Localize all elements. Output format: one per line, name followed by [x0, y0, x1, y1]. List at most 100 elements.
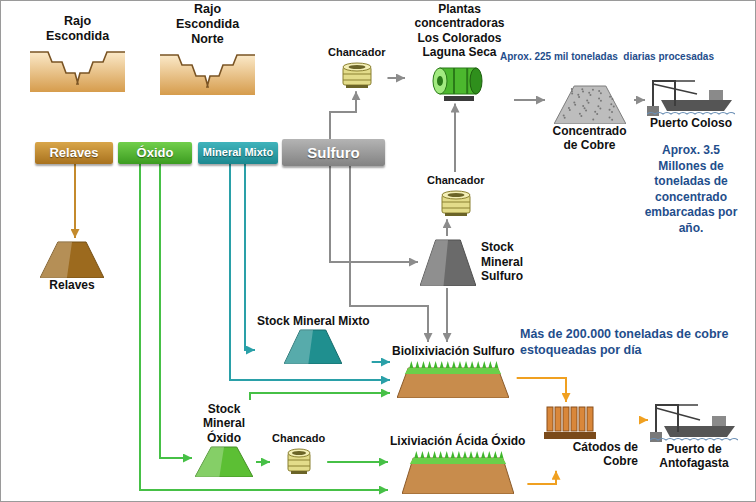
- graphic-circle: [562, 115, 564, 117]
- graphic-circle: [597, 105, 599, 107]
- graphic-circle: [599, 100, 601, 102]
- graphic-circle: [608, 109, 610, 111]
- graphic-path: [434, 361, 438, 368]
- graphic-line: [453, 68, 455, 94]
- graphic-circle: [587, 102, 589, 104]
- note-text: Aprox. 225 mil toneladas diarias procesa…: [500, 50, 714, 63]
- pit-node: Rajo Escondida: [28, 12, 127, 94]
- flow-connector: [640, 419, 648, 421]
- crusher-icon: [340, 59, 374, 89]
- graphic-rect: [563, 407, 569, 431]
- cathode-icon: [542, 404, 598, 440]
- node-label: Stock Mineral Óxido: [194, 402, 254, 445]
- graphic-circle: [589, 94, 591, 96]
- graphic-circle: [578, 96, 580, 98]
- ship-icon: [650, 402, 738, 442]
- graphic-line: [343, 80, 371, 81]
- crusher-node: Chancador: [326, 44, 387, 91]
- conc-icon: [554, 84, 626, 124]
- graphic-rect: [445, 213, 467, 216]
- graphic-circle: [583, 107, 585, 109]
- pit-icon: [30, 44, 125, 92]
- graphic-circle: [612, 106, 614, 108]
- node-label: Relaves: [49, 278, 94, 292]
- band-label: Óxido: [137, 145, 174, 161]
- pile-icon: [284, 328, 342, 364]
- graphic-circle: [582, 105, 584, 107]
- graphic-path: [675, 80, 695, 82]
- graphic-path: [493, 451, 497, 458]
- flow-connector: [514, 99, 545, 101]
- graphic-ellipse: [470, 68, 482, 94]
- graphic-path: [554, 86, 626, 124]
- node-label: Chancador: [328, 46, 385, 59]
- heap-icon: [402, 448, 514, 494]
- stockpile-node: Stock Mineral Sulfuro: [418, 236, 541, 288]
- graphic-path: [410, 361, 414, 368]
- graphic-line: [288, 460, 310, 461]
- graphic-circle: [573, 101, 575, 103]
- graphic-path: [30, 52, 125, 92]
- pile-icon: [420, 238, 476, 286]
- stockpile-node: Stock Mineral Mixto: [255, 312, 372, 366]
- node-label: Lixiviación Ácida Óxido: [390, 434, 525, 448]
- graphic-circle: [609, 96, 611, 98]
- graphic-rect: [587, 407, 593, 431]
- flow-connector: [250, 393, 390, 400]
- graphic-path: [661, 100, 732, 111]
- graphic-line: [288, 466, 310, 467]
- pile-icon: [195, 445, 253, 477]
- leach-heap: Lixiviación Ácida Óxido: [388, 432, 527, 496]
- cathode-node: Cátodos de Cobre: [540, 402, 640, 471]
- flow-connector: [527, 471, 556, 484]
- graphic-ellipse: [433, 68, 447, 94]
- graphic-rect: [291, 471, 307, 474]
- note-text: Aprox. 3.5 Millones de toneladas de conc…: [643, 143, 739, 237]
- graphic-ellipse: [442, 191, 470, 199]
- node-label: Concentrado de Cobre: [547, 124, 632, 153]
- graphic-path: [452, 361, 456, 368]
- leach-heap: Biolixiviación Sulfuro: [390, 342, 517, 400]
- graphic-path: [397, 368, 509, 398]
- graphic-rect: [650, 432, 662, 442]
- graphic-circle: [592, 118, 594, 120]
- node-label: Puerto Coloso: [650, 116, 732, 130]
- node-label: Chancador: [427, 174, 484, 187]
- graphic-rect: [709, 90, 723, 100]
- flow-connector: [330, 91, 356, 139]
- graphic-path: [664, 426, 735, 437]
- graphic-circle: [574, 104, 576, 106]
- graphic-path: [470, 361, 474, 368]
- graphic-path: [475, 451, 479, 458]
- graphic-path: [160, 55, 255, 87]
- node-label: Rajo Escondida Norte: [169, 2, 247, 47]
- heap-icon: [397, 358, 509, 398]
- graphic-ellipse: [343, 63, 371, 71]
- graphic-circle: [599, 92, 601, 94]
- flow-connector: [330, 166, 418, 262]
- crusher-icon: [439, 187, 473, 217]
- pit-icon: [160, 47, 255, 95]
- crusher-node: Chancador: [425, 172, 486, 219]
- material-band: Óxido: [118, 142, 192, 164]
- graphic-path: [469, 451, 473, 458]
- graphic-circle: [582, 91, 584, 93]
- graphic-ellipse: [348, 65, 365, 69]
- graphic-rect: [647, 106, 659, 116]
- graphic-path: [483, 361, 487, 368]
- graphic-path: [30, 52, 125, 84]
- note-text: Más de 200.000 toneladas de cobre estoqu…: [520, 326, 748, 359]
- graphic-path: [653, 84, 697, 94]
- band-label: Relaves: [49, 145, 98, 161]
- flow-connector: [160, 164, 192, 458]
- flow-connector: [327, 461, 388, 463]
- graphic-line: [343, 74, 371, 75]
- flow-connector: [372, 361, 390, 363]
- flow-connector: [446, 288, 448, 342]
- graphic-circle: [570, 90, 572, 92]
- graphic-circle: [586, 100, 588, 102]
- concentrate-pile: Concentrado de Cobre: [545, 82, 634, 155]
- graphic-path: [463, 451, 467, 458]
- graphic-ellipse: [292, 451, 306, 455]
